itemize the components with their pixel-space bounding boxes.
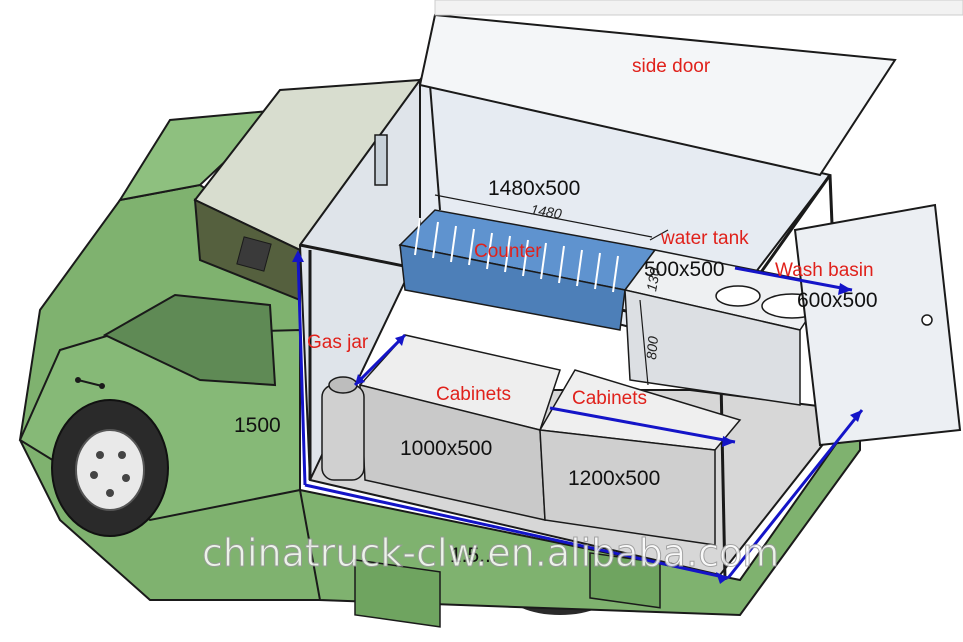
basin-left <box>715 285 761 307</box>
label-counter-length: 1480 <box>530 201 563 222</box>
label-water-tank-size: 500x500 <box>644 258 725 281</box>
gas-jar <box>321 376 365 481</box>
wash-basin-arrow <box>734 266 853 292</box>
label-counter-size: 1480x500 <box>488 177 580 200</box>
label-cabinet-right-size: 1200x500 <box>568 467 660 490</box>
label-tank-height: 800 <box>643 335 661 360</box>
wash-basin-door <box>793 203 962 447</box>
water-tank-leader <box>649 229 669 241</box>
label-cabinets-left: Cabinets <box>436 384 511 405</box>
label-cabinets-right: Cabinets <box>572 388 647 409</box>
label-tank-depth: 130 <box>643 267 663 293</box>
front-wheel <box>51 399 169 537</box>
arrow-heads <box>292 250 862 584</box>
label-height: 1500 <box>234 414 281 437</box>
counter-dim-line <box>434 194 653 238</box>
water-tank-front <box>624 289 801 406</box>
label-wash-basin: Wash basin <box>775 260 874 281</box>
side-door-panel <box>418 13 897 177</box>
top-strip <box>434 0 963 16</box>
label-side-door: side door <box>632 56 711 77</box>
cabinet-left <box>358 334 561 521</box>
height-arrow <box>296 254 307 486</box>
gas-jar-arrow <box>353 333 407 387</box>
label-gas-jar: Gas jar <box>307 332 369 353</box>
label-cabinet-left-size: 1000x500 <box>400 437 492 460</box>
label-floor-length: 1.5... <box>450 544 497 567</box>
label-wash-basin-size: 600x500 <box>797 289 878 312</box>
tank-dim-line <box>639 299 649 386</box>
floor-width-arrow <box>726 409 864 579</box>
cabinet-arrow <box>549 406 736 444</box>
cabinet-right <box>538 369 742 546</box>
door-handle <box>921 314 933 326</box>
watermark-text: chinatruck-clw.en.alibaba.com <box>202 531 779 575</box>
label-water-tank: water tank <box>660 228 749 249</box>
dimension-arrows <box>296 254 864 580</box>
label-counter: Counter <box>474 241 542 262</box>
counter-unit <box>398 209 657 331</box>
floor-length-arrow <box>304 483 729 580</box>
